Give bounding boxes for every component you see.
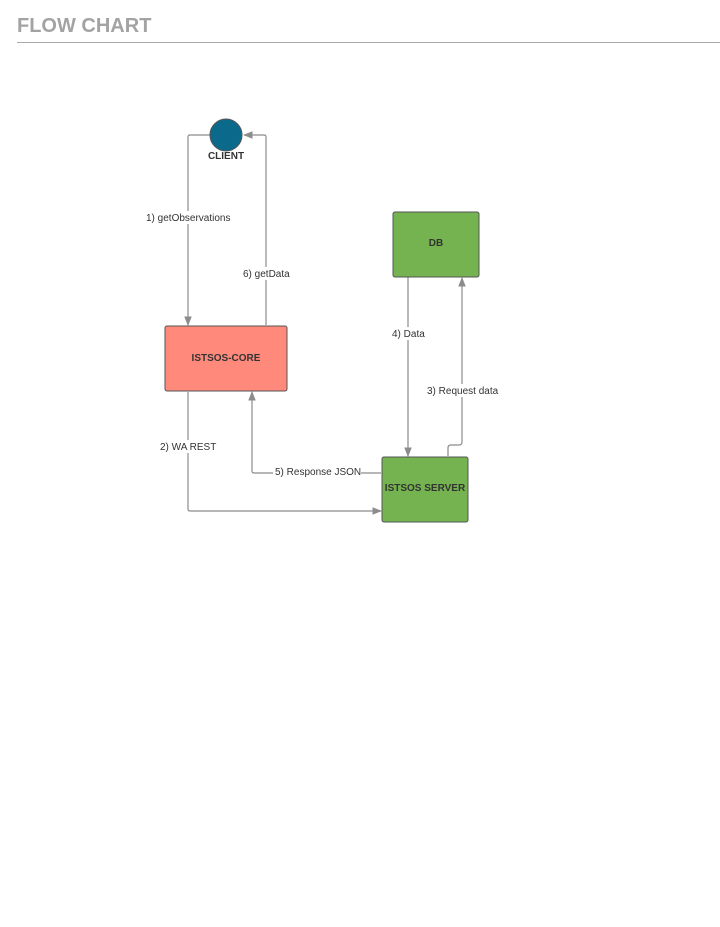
- edge-label-get-data: 6) getData: [242, 267, 292, 280]
- node-db: DB: [392, 211, 480, 278]
- edge-label-text: 4) Data: [392, 329, 425, 340]
- edge-label-request-data: 3) Request data: [426, 384, 499, 397]
- node-istsos-core: ISTSOS-CORE: [164, 325, 288, 392]
- client-label: CLIENT: [208, 151, 244, 162]
- title-divider: [17, 42, 720, 43]
- edge-label-wa-rest: 2) WA REST: [159, 440, 217, 453]
- edge-get-data: [243, 131, 267, 325]
- istsos-server-label: ISTSOS SERVER: [385, 483, 466, 494]
- edge-response-json: [248, 391, 381, 474]
- edge-label-data: 4) Data: [391, 327, 427, 340]
- edge-label-text: 2) WA REST: [160, 442, 216, 453]
- client-circle: [209, 118, 243, 152]
- istsos-core-box: [164, 325, 288, 392]
- istsos-core-label: ISTSOS-CORE: [192, 353, 261, 364]
- db-box: [392, 211, 480, 278]
- edge-label-text: 5) Response JSON: [275, 467, 361, 478]
- edge-wa-rest: [187, 392, 382, 515]
- db-label: DB: [429, 238, 443, 249]
- edge-label-response-json: 5) Response JSON: [273, 466, 361, 479]
- edge-label-text: 1) getObservations: [146, 213, 231, 224]
- node-client: CLIENT: [208, 118, 244, 162]
- edge-label-text: 6) getData: [243, 269, 290, 280]
- edge-label-get-observations: 1) getObservations: [145, 211, 231, 224]
- edge-request-data: [447, 277, 466, 456]
- istsos-server-box: [381, 456, 469, 523]
- edge-label-text: 3) Request data: [427, 386, 499, 397]
- page-title: FLOW CHART: [17, 15, 152, 37]
- edge-get-observations: [184, 134, 210, 326]
- node-istsos-server: ISTSOS SERVER: [381, 456, 469, 523]
